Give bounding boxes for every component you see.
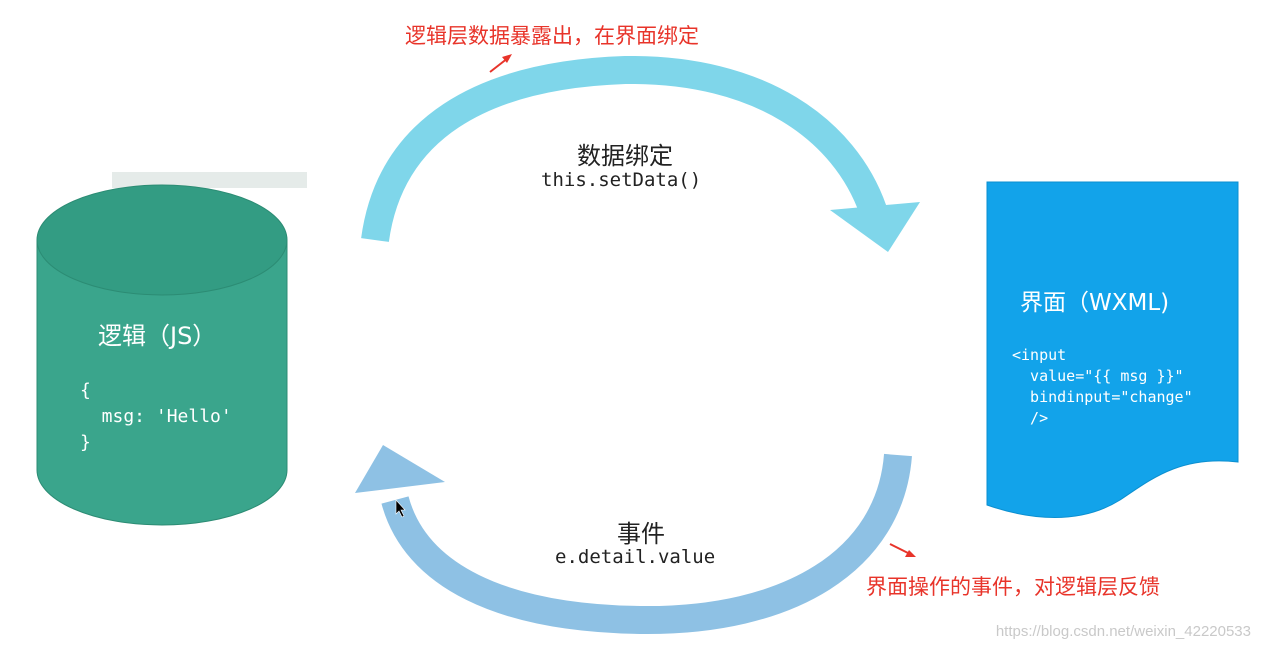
top-annotation: 逻辑层数据暴露出，在界面绑定 [405, 24, 699, 48]
blurred-strip [112, 172, 307, 188]
bottom-annotation-arrow [889, 543, 916, 557]
view-document-shape [986, 181, 1239, 518]
data-binding-arrow [361, 55, 920, 252]
logic-code-line: } [80, 432, 91, 453]
event-arrow [355, 445, 912, 635]
top-annotation-arrow [489, 54, 512, 73]
bottom-annotation: 界面操作的事件，对逻辑层反馈 [866, 575, 1160, 599]
view-code-line: value="{{ msg }}" [1012, 367, 1184, 385]
logic-title: 逻辑（JS） [98, 322, 217, 350]
watermark: https://blog.csdn.net/weixin_42220533 [995, 623, 1251, 640]
logic-code-block: { msg: 'Hello' } [80, 378, 232, 456]
event-title: 事件 [617, 520, 665, 548]
logic-cylinder [36, 184, 288, 526]
view-title: 界面（WXML) [1020, 290, 1170, 316]
data-binding-code: this.setData() [541, 169, 702, 191]
logic-code-line: { [80, 380, 91, 401]
view-code-line: bindinput="change" [1012, 388, 1193, 406]
mouse-cursor-icon [395, 499, 406, 518]
view-code-block: <input value="{{ msg }}" bindinput="chan… [1012, 345, 1193, 429]
view-code-line: <input [1012, 346, 1067, 364]
logic-code-line: msg: 'Hello' [80, 406, 232, 427]
view-code-line: /> [1012, 409, 1049, 427]
data-binding-title: 数据绑定 [577, 142, 673, 170]
event-code: e.detail.value [555, 546, 716, 568]
